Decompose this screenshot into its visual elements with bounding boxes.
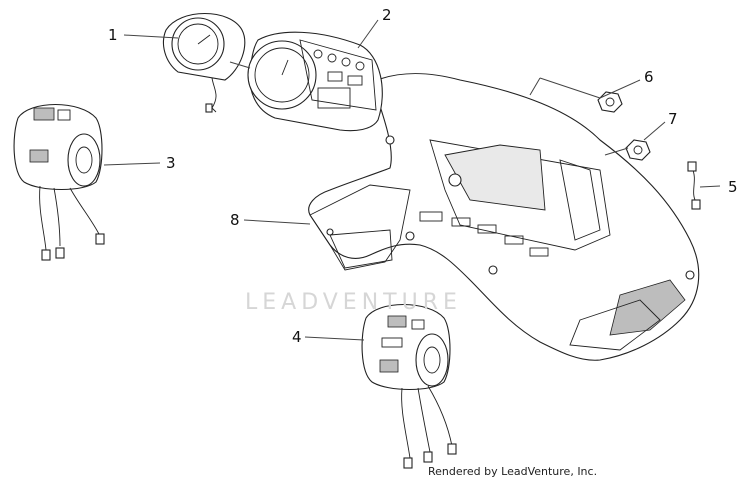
callout-2: 2 <box>382 6 392 24</box>
right-switch-housing <box>361 303 457 469</box>
callout-3: 3 <box>166 154 176 172</box>
callout-6: 6 <box>644 68 654 86</box>
small-gauge <box>162 13 246 113</box>
dashboard-panel <box>308 72 700 361</box>
left-switch-housing <box>13 103 105 261</box>
callout-5: 5 <box>728 178 738 196</box>
bulb-socket <box>687 161 701 210</box>
callout-1: 1 <box>108 26 118 44</box>
instrument-cluster <box>247 31 383 132</box>
watermark-text: LEADVENTURE <box>245 290 462 315</box>
render-credit: Rendered by LeadVenture, Inc. <box>428 465 598 478</box>
callout-4: 4 <box>292 328 302 346</box>
leader-lines <box>103 19 721 341</box>
nut-7 <box>625 139 651 161</box>
callout-8: 8 <box>230 211 240 229</box>
callout-7: 7 <box>668 110 678 128</box>
nut-6 <box>597 91 623 113</box>
